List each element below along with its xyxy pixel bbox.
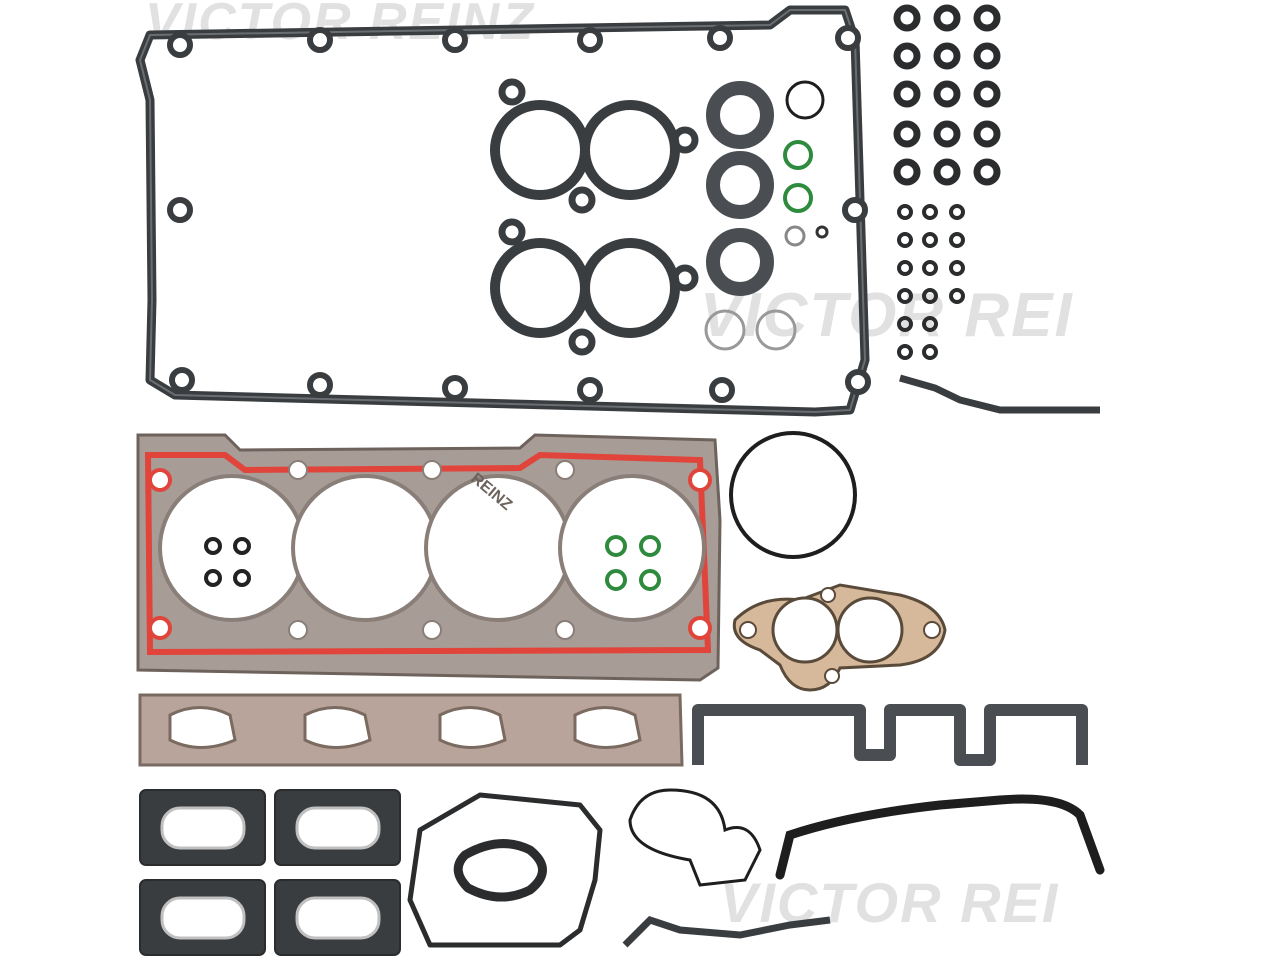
thin-oring-gasket <box>628 788 762 887</box>
shaft-seals <box>706 81 774 296</box>
valve-cover-gasket-icon <box>135 5 870 417</box>
water-outlet-gasket <box>453 839 547 902</box>
small-seals-grid <box>897 204 965 360</box>
metal-strip-gasket <box>692 704 1088 766</box>
valve-cover-bolt-holes <box>167 25 871 403</box>
large-o-ring <box>729 431 857 559</box>
exhaust-gasket-icon <box>732 583 947 692</box>
valve-stem-seals <box>893 4 1001 186</box>
timing-cover-gasket <box>407 792 603 948</box>
twin-ring-gasket-upper <box>490 78 699 214</box>
strip-gasket-right <box>899 374 1100 414</box>
o-ring-icon <box>704 80 829 351</box>
head-gasket-icon: REINZ <box>136 433 722 682</box>
small-strip-gasket <box>622 915 831 948</box>
exhaust-manifold-gaskets <box>139 789 401 956</box>
intake-manifold-gasket <box>138 693 684 767</box>
curved-seal-strip <box>775 794 1105 880</box>
twin-ring-gasket-lower <box>490 218 699 356</box>
